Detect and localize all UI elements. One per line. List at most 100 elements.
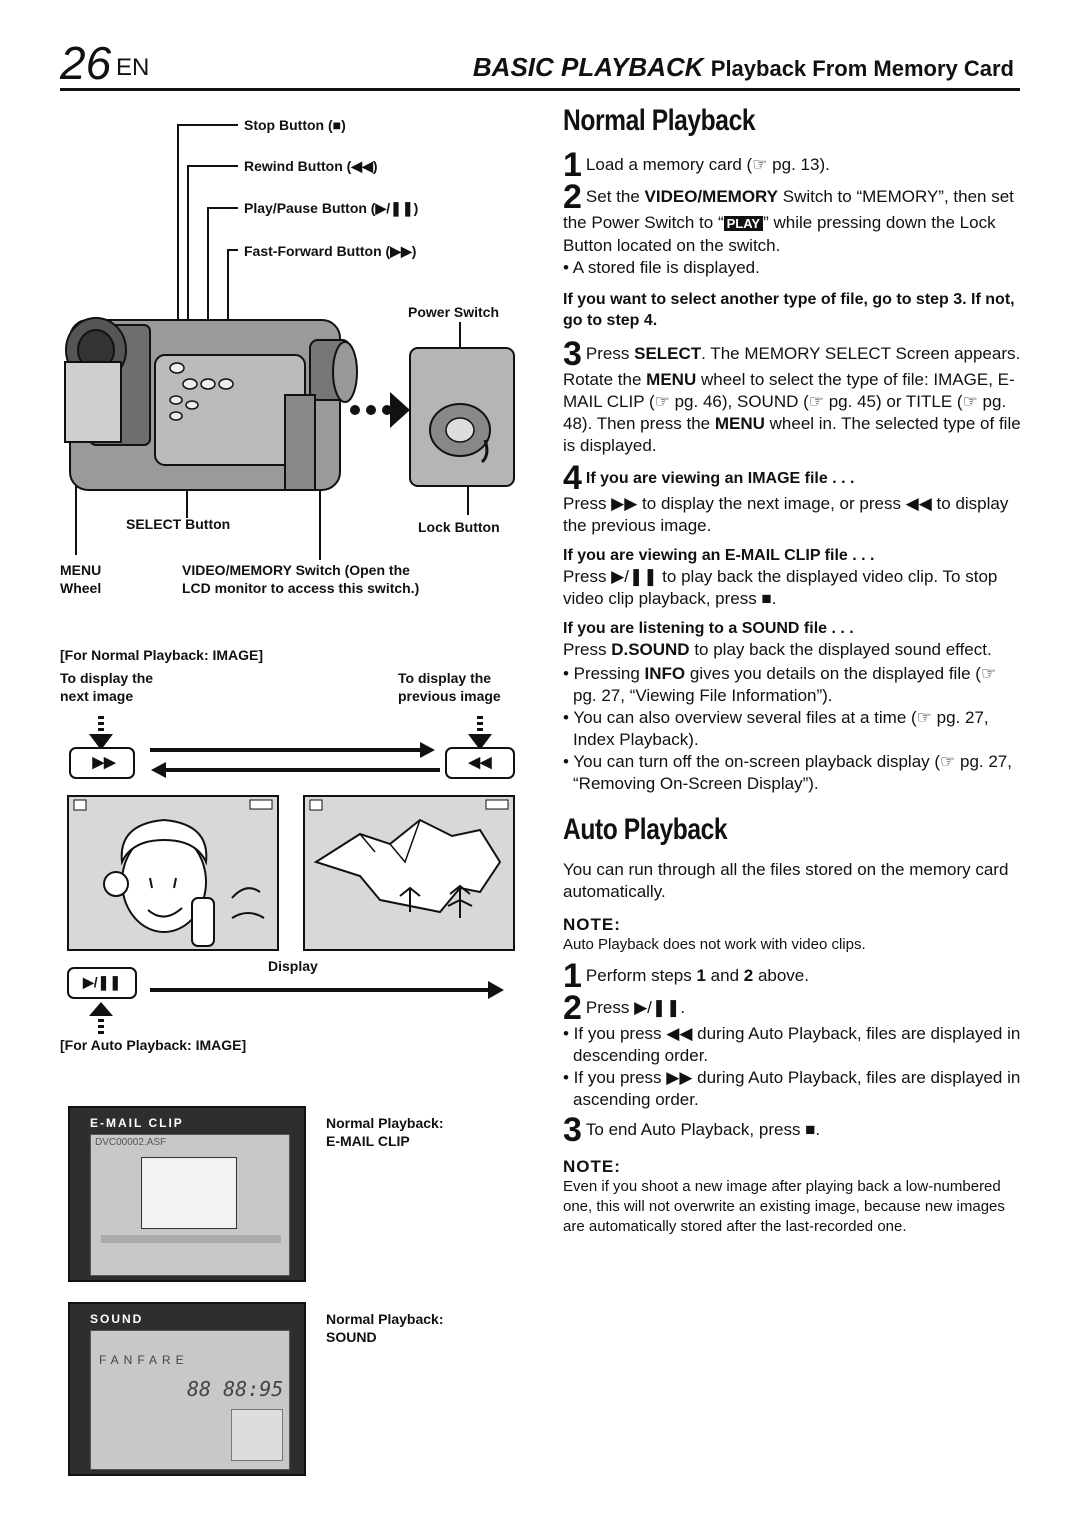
next-image-label: To display the next image [60,669,153,705]
rewind-button-label: Rewind Button (◀◀) [244,158,378,174]
subsection-title: Playback From Memory Card [710,56,1014,81]
np-b1-bold: INFO [644,664,686,683]
np-step-2-text-a: Set the [585,187,645,206]
ap-note-2-heading: NOTE: [563,1157,621,1176]
ap-intro: You can run through all the files stored… [563,860,1009,901]
np-email-head: If you are viewing an E-MAIL CLIP file .… [563,547,875,564]
video-memory-switch-label: VIDEO/MEMORY Switch (Open the LCD monito… [182,561,419,597]
sound-time: 88 88:95 [187,1377,284,1401]
ap-note-1-heading: NOTE: [563,915,621,934]
np-step-4-text: Press ▶▶ to display the next image, or p… [563,494,1009,535]
step-number: 2 [563,178,582,216]
np-select-note: If you want to select another type of fi… [563,291,1015,329]
display-label: Display [268,958,318,974]
np-sound-text: Press D.SOUND to play back the displayed… [563,639,1023,661]
stop-button-label: Stop Button (■) [244,117,346,133]
email-caption-line1: Normal Playback: [326,1115,444,1131]
email-screen-display: DVC00002.ASF [90,1134,290,1276]
ap-step-1-d: 2 [743,966,754,985]
step-number: 4 [563,459,582,497]
step-number: 2 [563,989,582,1027]
email-clip-screen: E-MAIL CLIP DVC00002.ASF [68,1106,306,1282]
np-sound-text-c: to play back the displayed sound effect. [689,640,992,659]
auto-playback-diagram [67,967,504,1034]
ap-step-3-text: To end Auto Playback, press ■. [585,1120,821,1139]
sound-screen-display: FANFARE 88 88:95 [90,1330,290,1470]
auto-image-caption: [For Auto Playback: IMAGE] [60,1037,247,1053]
sound-caption-line1: Normal Playback: [326,1311,444,1327]
ap-step-1-a: Perform steps [585,966,697,985]
np-bullet-stored: • A stored file is displayed. [563,258,760,277]
np-step-3-text-c: . The MEMORY SELECT Screen appears. Rota… [563,344,1021,389]
ap-bullet-descending: • If you press ◀◀ during Auto Playback, … [563,1024,1021,1065]
email-thumbnail [141,1157,237,1229]
np-step-3-text-e: wheel to select the type of file: IMAGE,… [563,370,1015,433]
play-pause-button[interactable]: ▶/❚❚ [82,974,122,990]
prev-label-line1: To display the [398,670,492,686]
menu-label-line2: Wheel [60,580,102,596]
email-screen-header: E-MAIL CLIP [90,1116,184,1130]
play-pause-button-label: Play/Pause Button (▶/❚❚) [244,200,419,216]
ff-button[interactable]: ▶▶ [92,754,116,771]
sound-caption-line2: SOUND [326,1329,377,1345]
page-header-title: BASIC PLAYBACK Playback From Memory Card [473,52,1014,83]
step-number: 3 [563,335,582,373]
page-lang: EN [116,54,150,81]
step-number: 1 [563,146,582,184]
np-bullet-index: • You can also overview several files at… [563,708,989,749]
step-number: 3 [563,1111,582,1149]
ap-step-2-text: Press ▶/❚❚. [585,998,686,1017]
normal-playback-heading: Normal Playback [563,104,756,137]
step-number: 1 [563,957,582,995]
ap-bullet-ascending: • If you press ▶▶ during Auto Playback, … [563,1068,1021,1109]
email-screen-caption: Normal Playback: E-MAIL CLIP [326,1114,444,1150]
np-b1-c: gives you details on the displayed file … [573,664,997,705]
email-progress [101,1235,281,1243]
np-step-3-text-a: Press [585,344,635,363]
np-email-text: Press ▶/❚❚ to play back the displayed vi… [563,567,998,608]
header-rule [60,88,1020,91]
ap-step-1-b: 1 [696,966,706,985]
ap-note-2-text: Even if you shoot a new image after play… [563,1178,1005,1235]
ap-step-1-c: and [705,966,744,985]
np-step-2-text-e: ” while pressing down the Lock Button lo… [563,213,996,255]
np-sound-text-a: Press [563,640,612,659]
next-label-line1: To display the [60,670,154,686]
rewind-button[interactable]: ◀◀ [468,754,492,771]
menu-label-line1: MENU [60,562,102,578]
prev-label-line2: previous image [398,688,501,704]
email-caption-line2: E-MAIL CLIP [326,1133,410,1149]
sound-index-grid [231,1409,283,1461]
previous-image-label: To display the previous image [398,669,501,705]
np-step-3-bold-d: MENU [646,370,697,389]
play-mode-badge: PLAY [723,216,764,231]
menu-wheel-label: MENU Wheel [60,561,101,597]
page-number: 26 [60,37,112,89]
sound-screen-header: SOUND [90,1312,144,1326]
ap-step-1-e: above. [753,966,809,985]
vm-label-line1: VIDEO/MEMORY Switch (Open the [182,562,410,578]
vm-label-line2: LCD monitor to access this switch.) [182,580,420,596]
np-b1-a: • Pressing [563,664,645,683]
section-title: BASIC PLAYBACK [472,52,704,82]
np-step-3-text-g: wheel in. The selected type of file is d… [563,414,1021,455]
select-button-label: SELECT Button [126,516,231,532]
ff-button-label: Fast-Forward Button (▶▶) [244,243,417,259]
camcorder-illustration [64,124,515,560]
np-step-2-bold: VIDEO/MEMORY [644,187,779,206]
email-file-name: DVC00002.ASF [95,1137,167,1148]
auto-playback-heading: Auto Playback [563,813,728,846]
sound-title: FANFARE [99,1353,189,1367]
np-sound-head: If you are listening to a SOUND file . .… [563,620,854,637]
normal-image-caption: [For Normal Playback: IMAGE] [60,647,264,663]
power-switch-label: Power Switch [408,304,500,320]
ap-note-1-text: Auto Playback does not work with video c… [563,936,866,953]
